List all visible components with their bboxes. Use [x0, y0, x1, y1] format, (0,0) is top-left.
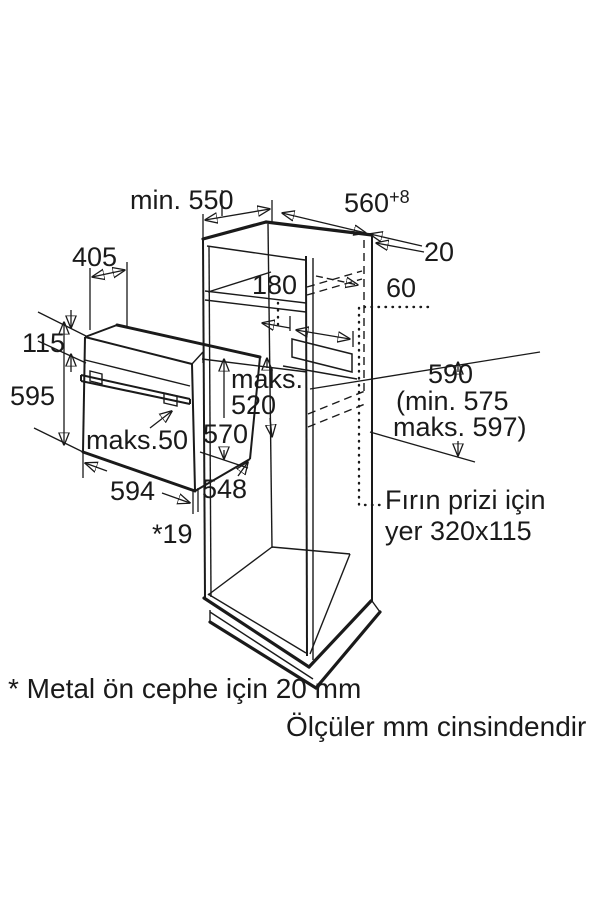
- dim-niche-width: 560+8: [344, 187, 410, 218]
- dim-max-depth-value: 520: [231, 390, 277, 420]
- dim-oven-height: 595: [10, 381, 56, 411]
- dim-body-height: 570: [203, 419, 249, 449]
- cabinet-hidden-edges: [306, 240, 366, 428]
- dimension-arrows: [64, 209, 458, 503]
- dimension-ticks: [33, 190, 541, 514]
- socket-note-line2: yer 320x115: [385, 516, 532, 546]
- dim-niche-width-tolerance: +8: [389, 187, 410, 207]
- handle-mount-right: [163, 392, 178, 407]
- dotted-leaders: [276, 301, 430, 507]
- dim-control-panel-height: 115: [22, 328, 66, 358]
- vent-hatch-area: [291, 338, 353, 373]
- footnote-units: Ölçüler mm cinsindendir: [286, 711, 587, 742]
- dim-rear-gap: 20: [424, 237, 455, 267]
- oven-details: [84, 351, 204, 407]
- dim-niche-height: 590: [428, 359, 474, 389]
- cabinet-inner-lines: [201, 223, 381, 680]
- dim-niche-height-max: maks. 597): [393, 412, 527, 442]
- dim-body-depth: 548: [202, 474, 248, 504]
- dim-oven-top-depth: 405: [72, 242, 118, 272]
- dim-top-shelf: 180: [252, 270, 298, 300]
- dim-niche-depth: min. 550: [130, 185, 234, 215]
- dim-oven-width: 594: [110, 476, 156, 506]
- oven-edges: [80, 324, 261, 492]
- dim-niche-height-min: (min. 575: [396, 386, 509, 416]
- rear-clearance-leader: [315, 275, 358, 285]
- dim-max-depth-label: maks.: [231, 364, 304, 394]
- cabinet-edges: [202, 235, 373, 657]
- footnote-metal-front: * Metal ön cephe için 20 mm: [8, 673, 362, 704]
- dim-handle-depth: maks.50: [86, 425, 189, 455]
- dim-front-gap: *19: [152, 519, 193, 549]
- socket-note-line1: Fırın prizi için: [385, 485, 546, 515]
- handle-mount-left: [89, 370, 103, 385]
- dim-rear-clearance: 60: [386, 273, 417, 303]
- oven-outline: [81, 323, 262, 493]
